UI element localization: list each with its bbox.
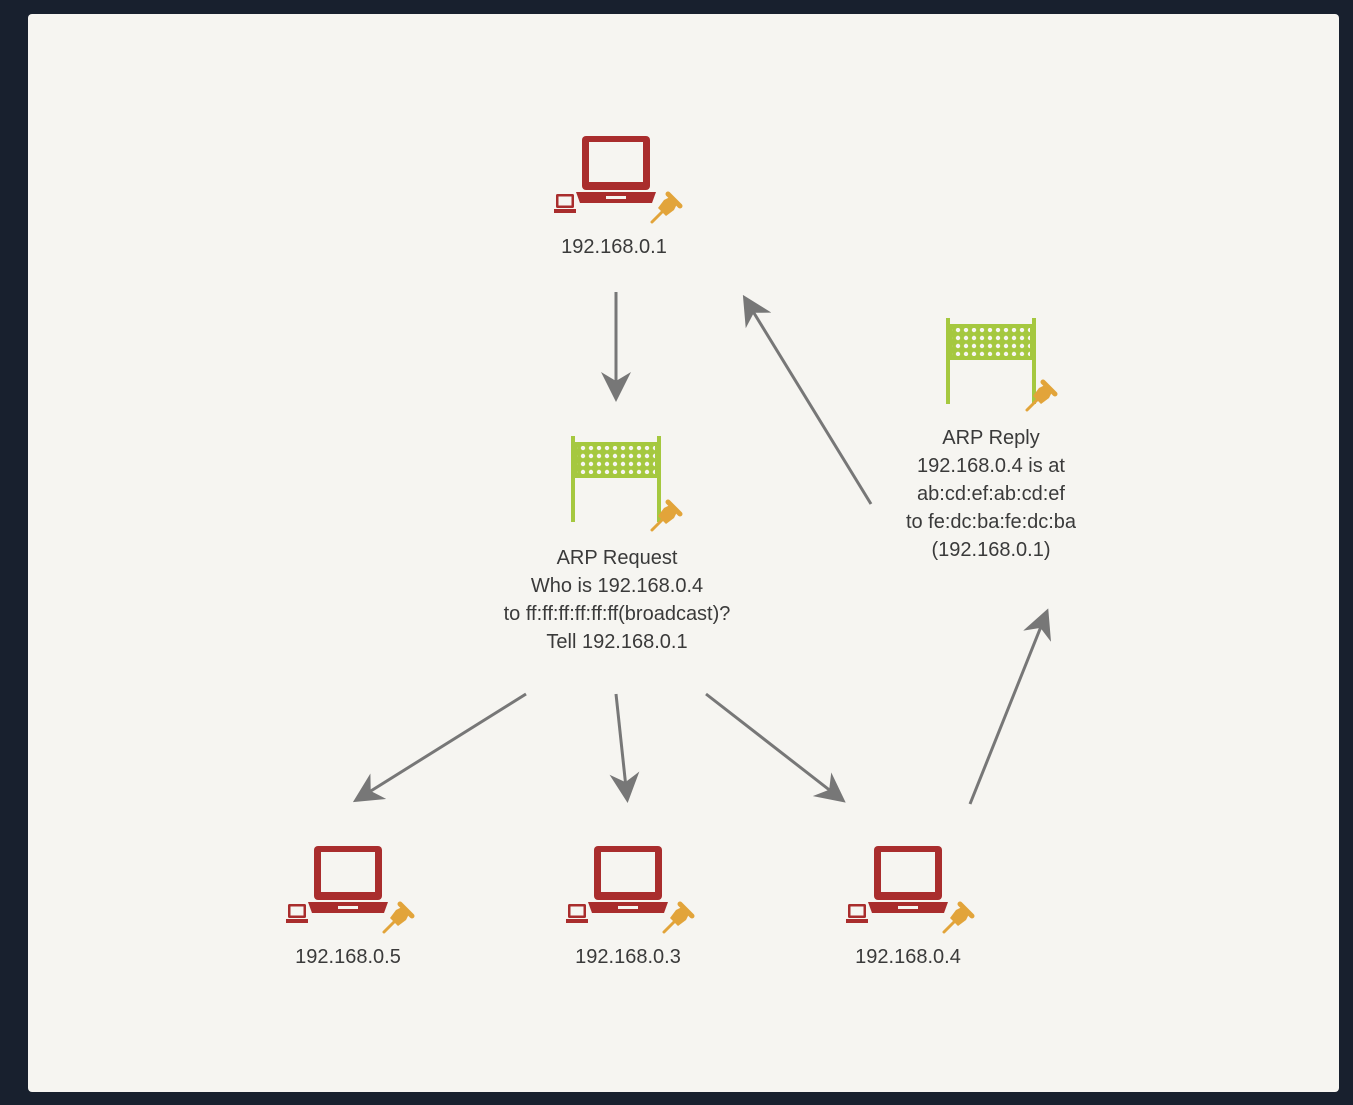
pushpin-icon [664,904,692,932]
node-host-1[interactable]: 192.168.0.1 [554,136,680,258]
node-host-3[interactable]: 192.168.0.3 [566,846,692,968]
reply-line: ab:cd:ef:ab:cd:ef [917,483,1065,505]
pushpin-icon [1027,382,1055,410]
node-label: 192.168.0.1 [561,236,667,258]
node-arp-request[interactable]: ARP Request Who is 192.168.0.4 to ff:ff:… [504,436,731,653]
node-arp-reply[interactable]: ARP Reply 192.168.0.4 is at ab:cd:ef:ab:… [906,318,1077,561]
node-label: 192.168.0.5 [295,946,401,968]
node-host-5[interactable]: 192.168.0.5 [286,846,412,968]
node-label: 192.168.0.3 [575,946,681,968]
reply-line: (192.168.0.1) [932,539,1051,561]
request-title: ARP Request [557,547,678,569]
packet-frame-icon [946,318,1036,404]
laptop-icon [554,136,656,213]
edge-request-to-host3 [609,693,640,803]
reply-line: to fe:dc:ba:fe:dc:ba [906,511,1077,533]
edge-host4-to-reply [968,608,1052,805]
pushpin-icon [652,502,680,530]
edges [352,292,1052,805]
arp-diagram: 192.168.0.1 ARP Request Who is 192.168.0… [286,136,1077,968]
edge-request-to-host5 [352,692,527,803]
request-line: to ff:ff:ff:ff:ff:ff(broadcast)? [504,603,731,625]
edge-request-to-host4 [705,692,846,803]
node-label: 192.168.0.4 [855,946,961,968]
pushpin-icon [384,904,412,932]
edge-reply-to-host1 [742,294,873,505]
laptop-icon [566,846,668,923]
reply-title: ARP Reply [942,427,1039,449]
request-line: Tell 192.168.0.1 [546,631,687,653]
node-host-4[interactable]: 192.168.0.4 [846,846,972,968]
reply-line: 192.168.0.4 is at [917,455,1065,477]
laptop-icon [846,846,948,923]
pushpin-icon [652,194,680,222]
request-line: Who is 192.168.0.4 [531,575,703,597]
packet-frame-icon [571,436,661,522]
pushpin-icon [944,904,972,932]
diagram-canvas: 192.168.0.1 ARP Request Who is 192.168.0… [28,14,1339,1092]
laptop-icon [286,846,388,923]
